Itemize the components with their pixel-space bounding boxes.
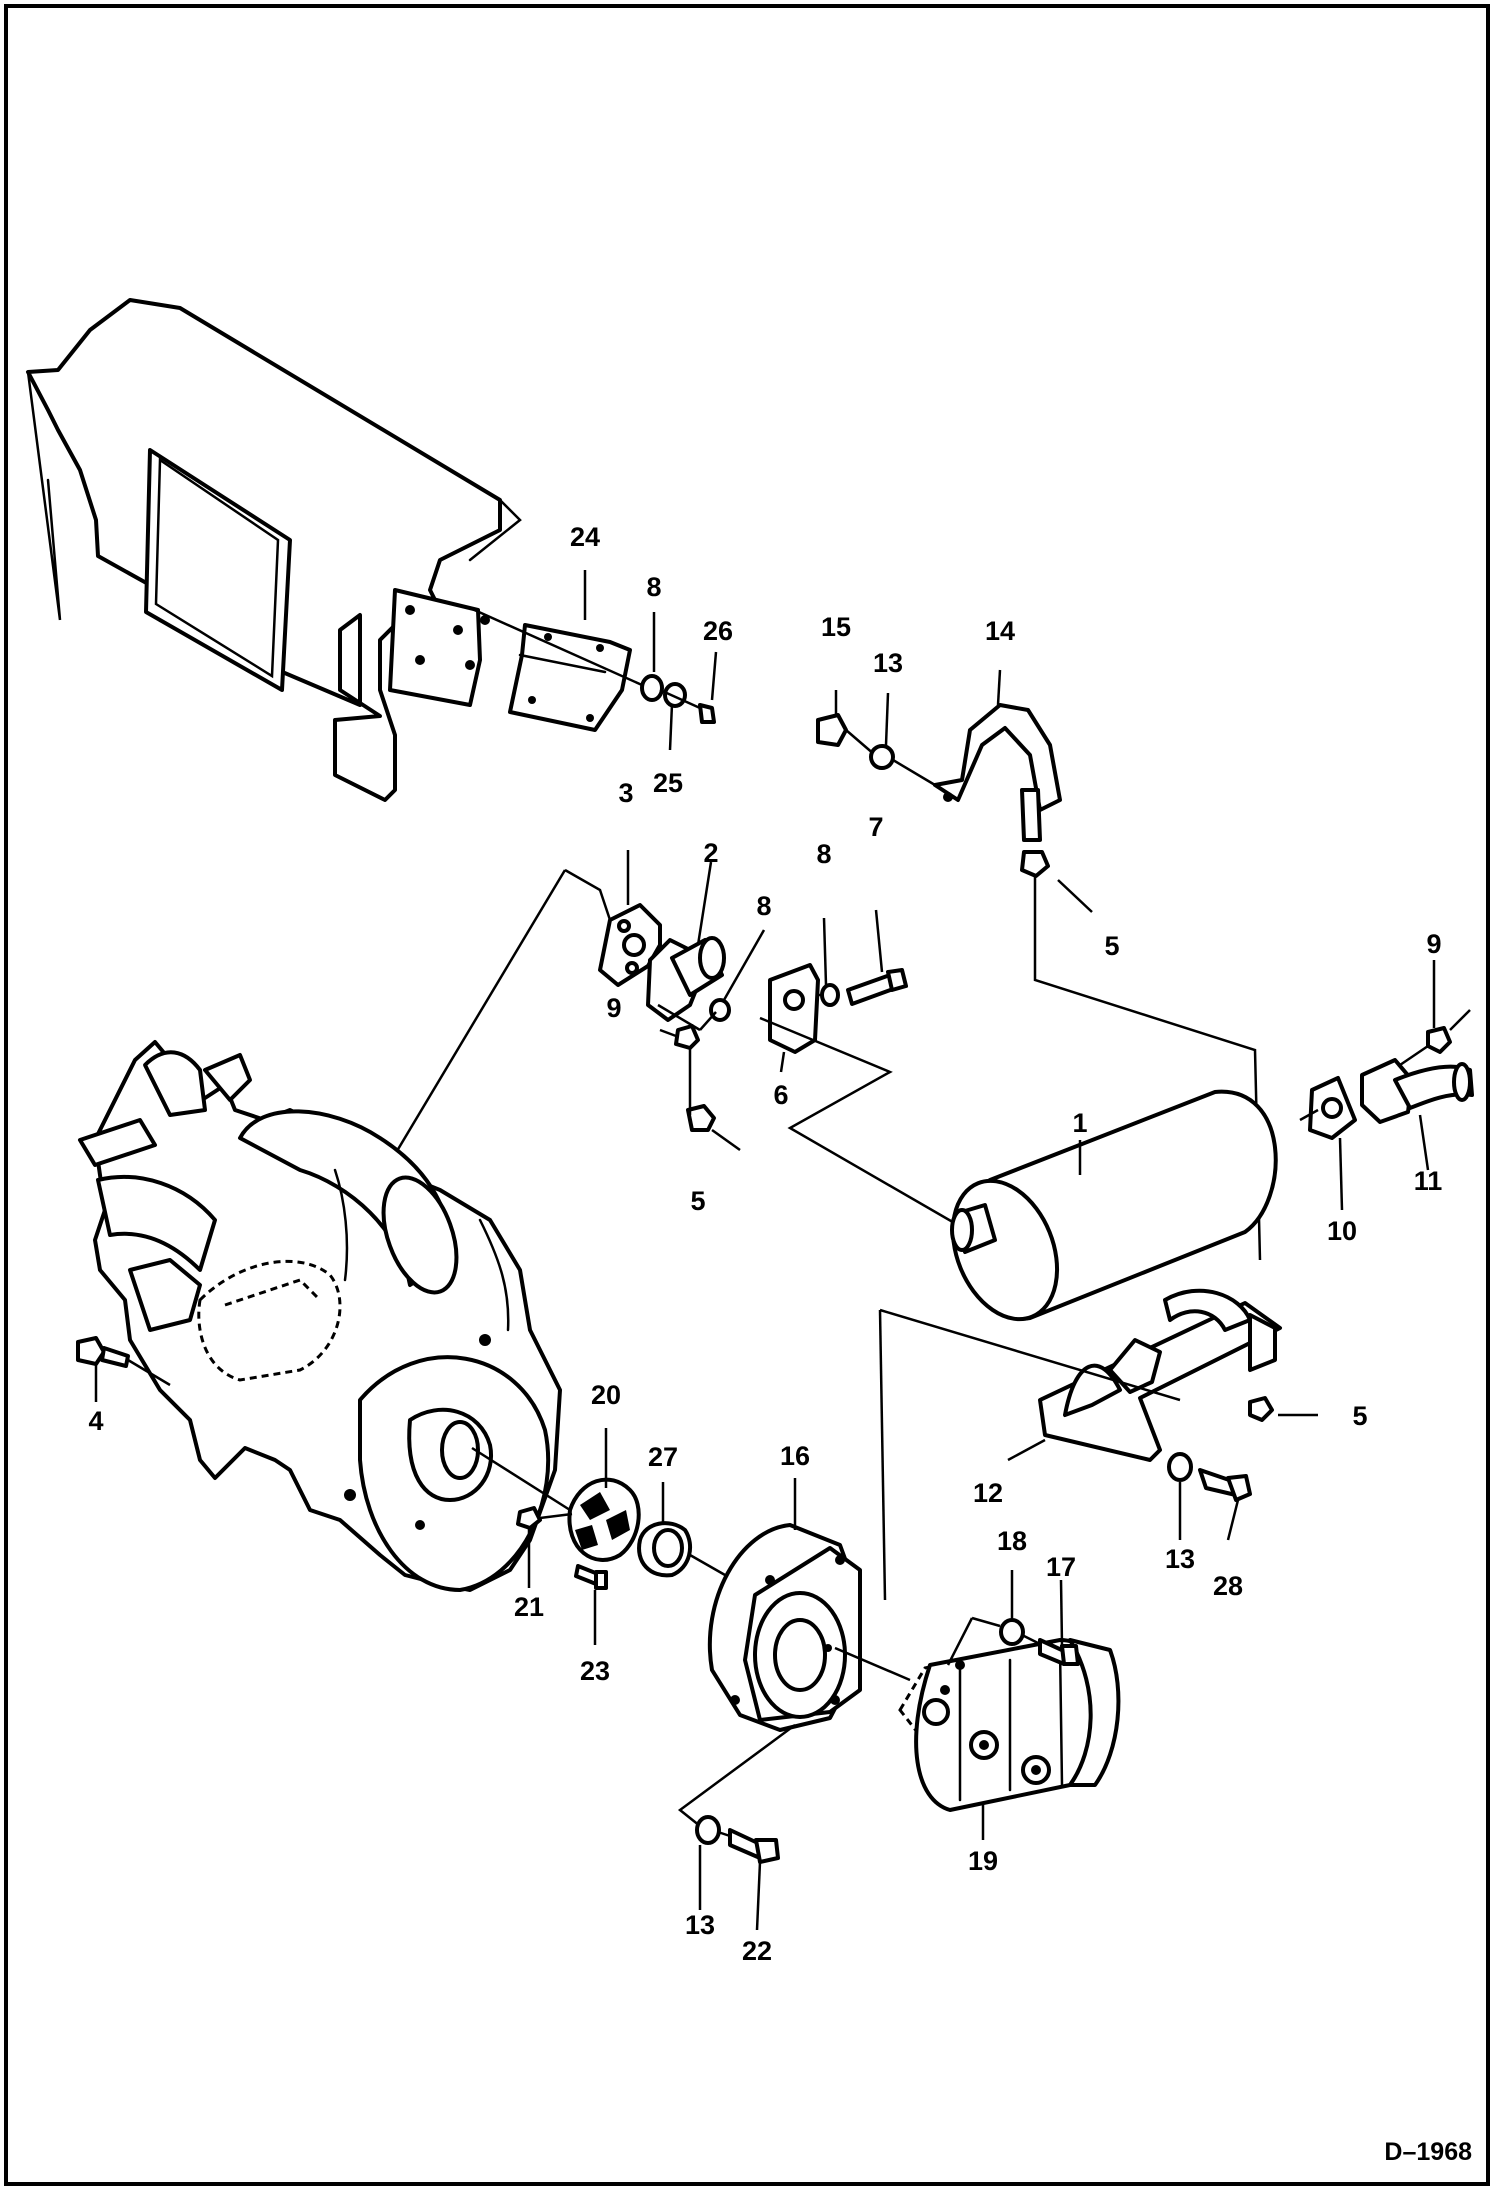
callout-8: 8 <box>816 839 831 869</box>
part-4-bolt <box>76 1336 171 1387</box>
part-16-adapter-plate <box>707 1523 862 1732</box>
leader-pipe-to-engine <box>564 868 612 921</box>
callout-24: 26 <box>703 616 733 646</box>
callout-4: 4 <box>88 1406 103 1436</box>
callout-28: 28 <box>1213 1571 1243 1601</box>
fastener-group-7-8 <box>816 968 908 1007</box>
callout-leaders <box>94 570 1436 1931</box>
callout-labels: 24 8 26 25 15 13 14 3 2 8 7 8 5 9 6 5 9 … <box>88 522 1442 1966</box>
leader-muffler-to-pump <box>879 1308 1181 1402</box>
fastener-group-8-23-24 <box>469 606 716 724</box>
callout-9: 9 <box>606 993 621 1023</box>
leader-pipe-assembly <box>759 1016 971 1234</box>
callout-6: 6 <box>773 1080 788 1110</box>
callout-15: 15 <box>821 612 851 642</box>
callout-2: 2 <box>703 838 718 868</box>
engine-shroud <box>26 298 522 802</box>
callout-11: 11 <box>1414 1166 1443 1196</box>
callout-13: 13 <box>685 1910 715 1940</box>
leader-plate-to-pump <box>834 1646 911 1682</box>
fastener-group-15-13 <box>816 713 936 787</box>
part-12-mount-bracket <box>1038 1288 1282 1462</box>
callout-27: 22 <box>742 1936 772 1966</box>
callout-3: 3 <box>618 778 633 808</box>
callout-7: 7 <box>868 812 883 842</box>
callout-25: 27 <box>648 1442 678 1472</box>
callout-17: 17 <box>1046 1552 1076 1582</box>
callout-5: 5 <box>1352 1401 1367 1431</box>
callout-20: 20 <box>591 1380 621 1410</box>
part-21-bolt <box>516 1506 573 1530</box>
callout-23: 25 <box>653 768 683 798</box>
fastener-group-13-27 <box>695 1815 780 1864</box>
part-2-pipe <box>646 936 726 1022</box>
callout-5: 5 <box>690 1186 705 1216</box>
part-19-pump <box>898 1638 1121 1812</box>
part-20-coupler <box>471 1446 641 1562</box>
callout-8: 8 <box>756 891 771 921</box>
callout-13: 13 <box>1165 1544 1195 1574</box>
nut-9-right <box>1299 1009 1471 1122</box>
part-1-muffler <box>950 1089 1278 1322</box>
leader-adapter <box>878 1309 887 1601</box>
callout-9: 9 <box>1426 929 1441 959</box>
fastener-group-8-9-5-left <box>657 998 741 1152</box>
drawing-code: D–1968 <box>1384 2138 1472 2166</box>
callout-26: 23 <box>580 1656 610 1686</box>
callout-14: 14 <box>985 616 1015 646</box>
callout-5: 5 <box>1104 931 1119 961</box>
callout-21: 21 <box>514 1592 544 1622</box>
engine-block <box>78 1040 562 1592</box>
callout-13: 13 <box>873 648 903 678</box>
callout-8: 8 <box>646 572 661 602</box>
part-26-bolt <box>574 1564 608 1590</box>
callout-16: 16 <box>780 1441 810 1471</box>
part-14-strap <box>933 703 1062 842</box>
callout-22: 24 <box>570 522 600 552</box>
fastener-group-13-28 <box>1167 1452 1252 1502</box>
nut-5-right <box>1248 1396 1318 1422</box>
callout-19: 19 <box>968 1846 998 1876</box>
callout-1: 1 <box>1072 1108 1087 1138</box>
part-22-bracket <box>508 623 632 732</box>
leader-plate-bottom <box>677 1723 796 1827</box>
part-11-elbow <box>1360 1058 1474 1124</box>
part-25-spacer <box>637 1521 726 1578</box>
part-10-flange <box>1308 1076 1357 1140</box>
callout-18: 18 <box>997 1526 1027 1556</box>
callout-12: 12 <box>973 1478 1003 1508</box>
callout-10: 10 <box>1327 1216 1357 1246</box>
